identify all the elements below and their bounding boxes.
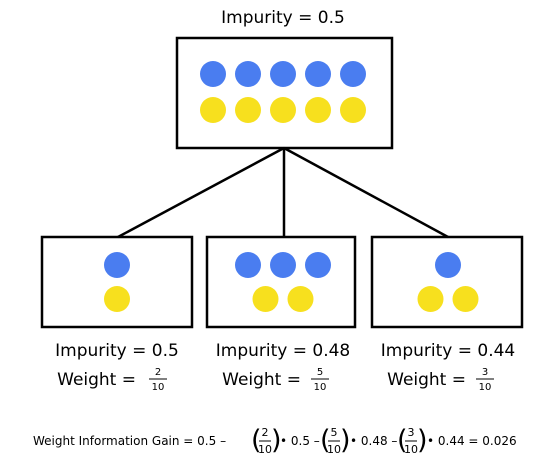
- blue-dot: [270, 61, 296, 87]
- weight-label: Weight =: [222, 370, 301, 390]
- paren-close: ): [271, 425, 282, 456]
- child-impurity-label-3: Impurity = 0.44: [381, 341, 515, 361]
- blue-dot: [200, 61, 226, 87]
- child-weight-3: Weight = 3 10: [387, 367, 494, 393]
- yellow-dot: [252, 286, 279, 312]
- weight-label: Weight =: [387, 370, 466, 390]
- yellow-dot: [200, 97, 226, 123]
- term-after: • 0.44 = 0.026: [427, 434, 517, 448]
- term-denominator: 10: [404, 443, 418, 456]
- blue-dot: [340, 61, 366, 87]
- root-impurity-label: Impurity = 0.5: [221, 8, 345, 28]
- connector-left: [117, 146, 285, 239]
- formula-term-3: ( 3 10 ) • 0.44 = 0.026: [397, 425, 517, 456]
- blue-dot: [305, 61, 331, 87]
- paren-close: ): [417, 425, 428, 456]
- weight-denominator: 10: [152, 382, 165, 393]
- yellow-dot: [235, 97, 261, 123]
- yellow-dot: [417, 286, 444, 312]
- formula-term-2: ( 5 10 ) • 0.48 –: [320, 425, 397, 456]
- child-impurity-label-1: Impurity = 0.5: [55, 341, 179, 361]
- blue-dot: [235, 252, 261, 278]
- term-after: • 0.5 –: [280, 434, 320, 448]
- paren-close: ): [340, 425, 351, 456]
- child-weight-2: Weight = 5 10: [222, 367, 329, 393]
- weight-numerator: 3: [482, 367, 488, 378]
- term-numerator: 3: [408, 426, 415, 439]
- blue-dot: [435, 252, 461, 278]
- child-node-box-1: [40, 235, 194, 329]
- yellow-dot: [270, 97, 296, 123]
- information-gain-formula: Weight Information Gain = 0.5 – ( 2 10 )…: [33, 425, 517, 456]
- blue-dot: [104, 252, 130, 278]
- yellow-dot: [104, 286, 130, 312]
- child-node-box-2: [205, 235, 357, 329]
- yellow-dot: [305, 97, 331, 123]
- weight-denominator: 10: [314, 382, 327, 393]
- blue-dot: [270, 252, 296, 278]
- yellow-dot: [452, 286, 479, 312]
- paren-open: (: [251, 425, 262, 456]
- term-denominator: 10: [327, 443, 341, 456]
- yellow-dot: [287, 286, 314, 312]
- formula-prefix: Weight Information Gain = 0.5 –: [33, 434, 226, 448]
- weight-label: Weight =: [57, 370, 136, 390]
- child-node-dots-3: [417, 252, 479, 312]
- yellow-dot: [340, 97, 366, 123]
- connector-right: [283, 146, 449, 239]
- root-node-dots: [200, 61, 366, 123]
- weight-numerator: 5: [317, 367, 323, 378]
- child-weight-1: Weight = 2 10: [57, 367, 167, 393]
- formula-term-1: ( 2 10 ) • 0.5 –: [251, 425, 320, 456]
- term-denominator: 10: [258, 443, 272, 456]
- term-numerator: 2: [262, 426, 269, 439]
- child-impurity-label-2: Impurity = 0.48: [216, 341, 350, 361]
- paren-open: (: [397, 425, 408, 456]
- child-node-dots-1: [104, 252, 130, 312]
- blue-dot: [305, 252, 331, 278]
- child-node-dots-2: [235, 252, 331, 312]
- weight-numerator: 2: [155, 367, 161, 378]
- weight-denominator: 10: [479, 382, 492, 393]
- tree-connectors: [117, 146, 449, 239]
- root-node-box: [175, 36, 394, 150]
- paren-open: (: [320, 425, 331, 456]
- term-after: • 0.48 –: [350, 434, 397, 448]
- child-node-box-3: [370, 235, 524, 329]
- term-numerator: 5: [331, 426, 338, 439]
- blue-dot: [235, 61, 261, 87]
